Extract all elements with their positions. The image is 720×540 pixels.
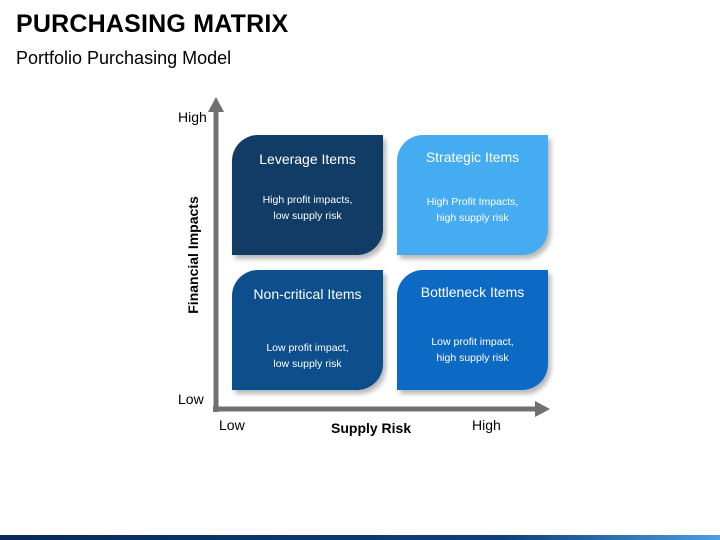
x-high-label: High [472,417,501,433]
quadrant-leverage-items: Leverage Items High profit impacts, low … [232,135,383,255]
page-title: PURCHASING MATRIX [16,10,289,38]
y-low-label: Low [178,391,204,407]
quadrant-title: Strategic Items [425,149,520,165]
quadrant-description: Low profit impact, low supply risk [266,342,349,370]
y-axis-title: Financial Impacts [185,196,201,314]
quadrant-description: Low profit impact, high supply risk [431,336,514,364]
x-axis-arrow [535,401,550,417]
y-axis-arrow [208,97,224,112]
quadrant-title: Non-critical Items [253,286,362,302]
x-low-label: Low [219,417,245,433]
quadrant-description: High profit impacts, low supply risk [262,194,353,222]
quadrant-title: Bottleneck Items [420,284,525,300]
quadrant-description: High Profit Impacts, high supply risk [426,196,519,224]
footer-bar [0,535,720,540]
quadrant-title: Leverage Items [259,151,356,167]
y-high-label: High [178,109,207,125]
x-axis-title: Supply Risk [331,420,412,436]
quadrant-non-critical-items: Non-critical Items Low profit impact, lo… [232,270,383,390]
quadrant-strategic-items: Strategic Items High Profit Impacts, hig… [397,135,548,255]
quadrant-bottleneck-items: Bottleneck Items Low profit impact, high… [397,270,548,390]
page-subtitle: Portfolio Purchasing Model [16,48,232,68]
